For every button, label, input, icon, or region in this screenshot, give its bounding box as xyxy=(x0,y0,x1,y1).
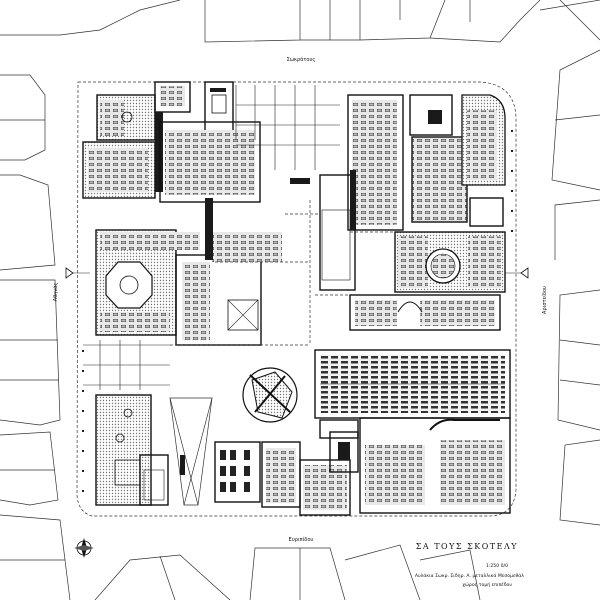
street-label-north: Σωκράτους xyxy=(287,56,316,63)
title-block-scale: 1:250 0/0 xyxy=(486,563,508,569)
north-arrow-icon xyxy=(74,538,94,558)
outer-colonnade xyxy=(82,130,513,492)
building-southeast-hall xyxy=(314,349,511,514)
building-south-central xyxy=(214,431,359,516)
building-west-central xyxy=(95,198,282,346)
title-block: ΣΑ ΤΟΥΣ ΣΚΟΤΕΛΥ 1:250 0/0 Αυλάκια Σωκρ. … xyxy=(415,542,524,588)
courtyard-pool xyxy=(169,397,213,506)
title-block-line2: χώρος τομή επιπέδου xyxy=(462,581,512,588)
building-central-spine xyxy=(319,94,468,291)
building-northwest xyxy=(82,81,234,199)
courtyard-rotunda xyxy=(242,367,298,423)
courtyard-paths xyxy=(170,200,395,346)
building-northeast xyxy=(461,94,506,227)
building-east-auditorium xyxy=(349,231,506,331)
site-outline xyxy=(76,81,517,517)
street-label-south: Ευριπίδου xyxy=(289,536,314,543)
title-block-line1: Αυλάκια Σωκρ. Σιδηρ. Α. μεταλλικά Μεσομε… xyxy=(415,572,524,579)
section-marker-east xyxy=(505,267,529,279)
title-block-title: ΣΑ ΤΟΥΣ ΣΚΟΤΕΛΥ xyxy=(416,542,518,551)
building-north-central xyxy=(159,85,340,203)
building-southwest xyxy=(83,340,170,506)
street-label-east: Αριστείδου xyxy=(541,286,548,314)
section-marker-west xyxy=(65,267,90,279)
street-label-west: Αθηνάς xyxy=(52,283,59,302)
